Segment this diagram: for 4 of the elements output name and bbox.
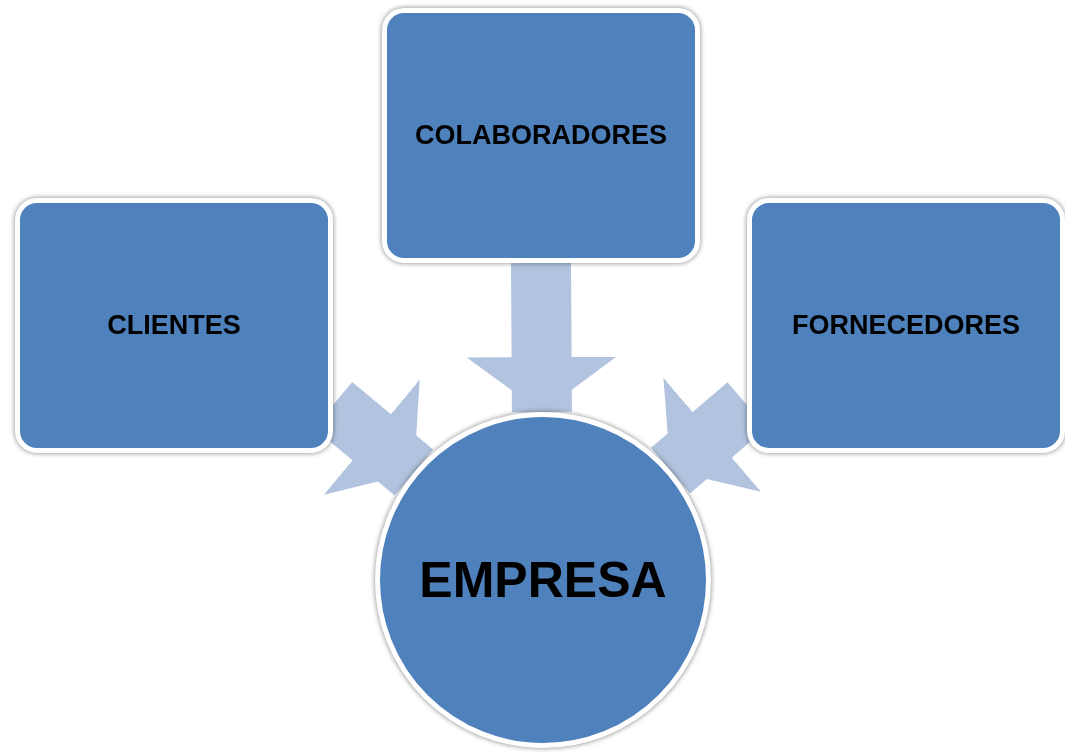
node-label: EMPRESA — [419, 551, 667, 609]
node-label: COLABORADORES — [415, 120, 667, 151]
node-label: CLIENTES — [107, 310, 241, 341]
node-label: FORNECEDORES — [792, 310, 1020, 341]
